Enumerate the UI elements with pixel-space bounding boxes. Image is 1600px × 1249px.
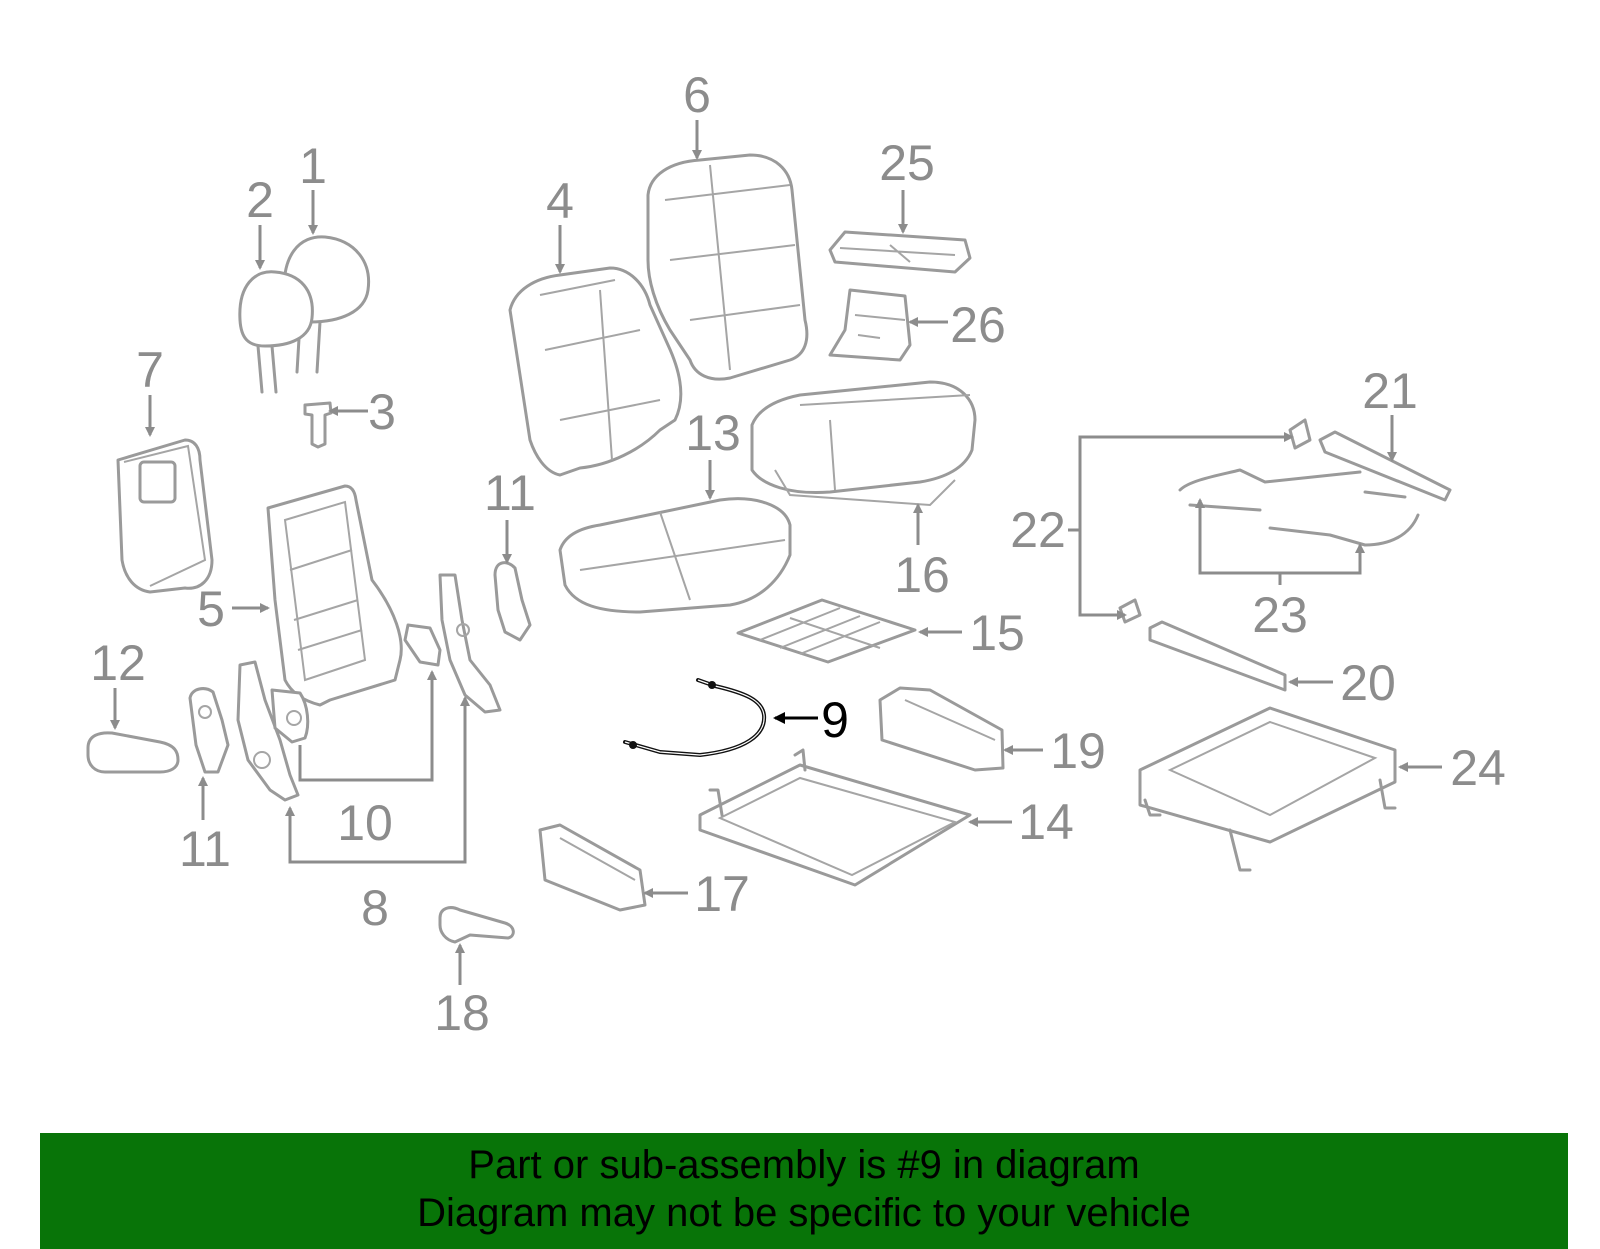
cable-end-upper bbox=[708, 681, 716, 689]
part-seatback-frame-5 bbox=[266, 484, 403, 707]
callout-7: 7 bbox=[136, 342, 164, 398]
callout-6: 6 bbox=[683, 67, 711, 123]
info-banner: Part or sub-assembly is #9 in diagram Di… bbox=[40, 1133, 1568, 1249]
callout-23: 23 bbox=[1252, 587, 1308, 643]
callout-18: 18 bbox=[434, 985, 490, 1041]
callout-9: 9 bbox=[821, 692, 849, 748]
callout-14: 14 bbox=[1018, 794, 1074, 850]
part-seat-base-14 bbox=[698, 748, 972, 887]
part-bracket-26 bbox=[828, 288, 912, 362]
part-seatback-cushion-4 bbox=[508, 266, 683, 477]
callout-17: 17 bbox=[694, 866, 750, 922]
part-cable-9-highlighted bbox=[623, 678, 767, 758]
part-spring-mat-15 bbox=[736, 598, 917, 664]
part-back-panel-7 bbox=[116, 438, 214, 594]
part-tray-25 bbox=[828, 230, 972, 274]
callout-11-center: 11 bbox=[484, 465, 536, 521]
part-track-21 bbox=[1288, 418, 1452, 502]
part-guide-3 bbox=[303, 401, 333, 449]
callout-19: 19 bbox=[1050, 723, 1106, 779]
part-riser-24 bbox=[1138, 706, 1397, 872]
callout-24: 24 bbox=[1450, 740, 1506, 796]
callout-3: 3 bbox=[368, 384, 396, 440]
part-knob-12 bbox=[86, 731, 180, 774]
callout-20: 20 bbox=[1340, 655, 1396, 711]
part-cushion-13 bbox=[558, 497, 792, 614]
callout-2: 2 bbox=[246, 172, 274, 228]
banner-line-disclaimer: Diagram may not be specific to your vehi… bbox=[417, 1191, 1191, 1235]
part-wires-23 bbox=[1178, 468, 1420, 547]
part-cover-10a bbox=[270, 688, 310, 744]
callout-10: 10 bbox=[337, 795, 393, 851]
callout-13: 13 bbox=[685, 405, 741, 461]
callout-labels: 1 2 3 4 5 6 7 8 9 10 11 11 12 13 14 15 1… bbox=[90, 67, 1506, 1041]
callout-8: 8 bbox=[361, 880, 389, 936]
part-seatback-6 bbox=[646, 153, 809, 381]
part-hinge-8a bbox=[236, 660, 300, 802]
callout-26: 26 bbox=[950, 297, 1006, 353]
part-cover-10b bbox=[403, 623, 442, 667]
part-handle-18 bbox=[438, 906, 515, 944]
part-hinge-8b bbox=[438, 573, 502, 714]
part-trim-17 bbox=[538, 823, 647, 912]
callout-5: 5 bbox=[197, 581, 225, 637]
callout-1: 1 bbox=[299, 138, 327, 194]
callout-21: 21 bbox=[1362, 363, 1418, 419]
leader-lines bbox=[110, 120, 1442, 985]
part-cushion-16 bbox=[750, 380, 977, 507]
part-recliner-11-left bbox=[188, 687, 230, 774]
callout-4: 4 bbox=[546, 173, 574, 229]
callout-12: 12 bbox=[90, 635, 146, 691]
callout-22: 22 bbox=[1010, 502, 1066, 558]
callout-15: 15 bbox=[969, 605, 1025, 661]
part-headrest-2 bbox=[238, 270, 314, 394]
callout-25: 25 bbox=[879, 135, 935, 191]
callout-16: 16 bbox=[894, 547, 950, 603]
part-bracket-11-center bbox=[493, 561, 532, 642]
callout-11-left: 11 bbox=[179, 821, 231, 877]
part-shield-19 bbox=[878, 686, 1005, 772]
cable-end-lower bbox=[629, 741, 637, 749]
banner-line-part: Part or sub-assembly is #9 in diagram bbox=[468, 1143, 1140, 1187]
